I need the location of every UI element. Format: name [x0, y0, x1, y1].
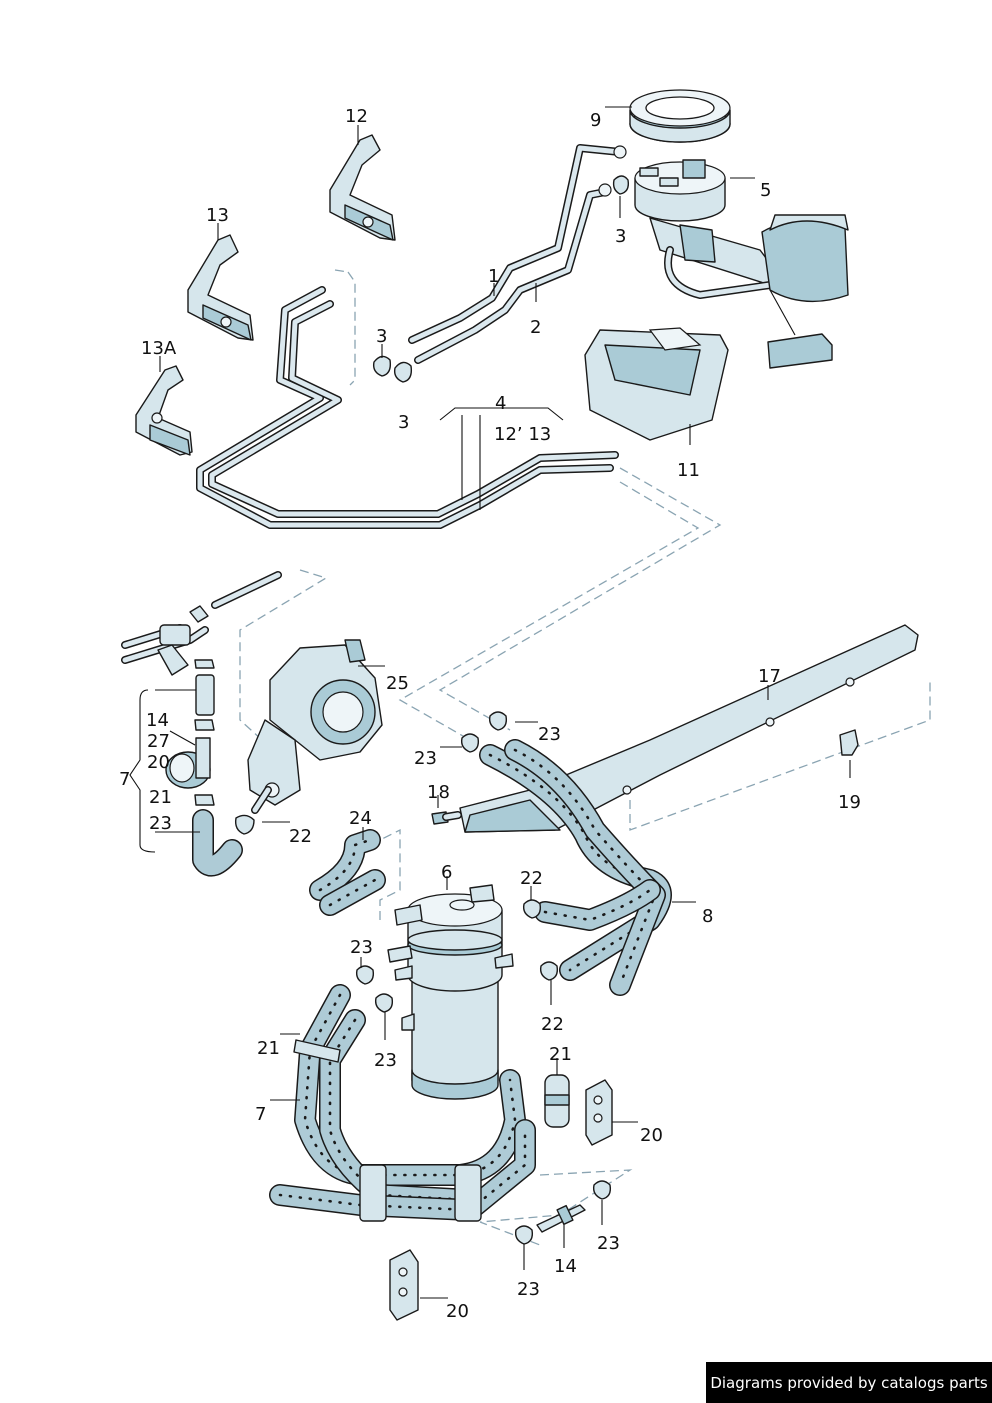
callout-12: 12: [345, 106, 368, 127]
connectors-right: [389, 1074, 613, 1321]
callout-21: 21: [549, 1044, 572, 1065]
callout-19: 19: [838, 792, 861, 813]
callout-labels: 9 5 3 12 13 1 2 3 3 13A 4 12’ 13 11 25 1…: [119, 106, 861, 1322]
callout-17: 17: [758, 666, 781, 687]
callout-3: 3: [615, 226, 626, 247]
callout-23: 23: [374, 1050, 397, 1071]
fuel-system-exploded-diagram: 9 5 3 12 13 1 2 3 3 13A 4 12’ 13 11 25 1…: [119, 89, 931, 1322]
fuel-lines-long: [196, 286, 619, 529]
callout-9: 9: [590, 110, 601, 131]
callout-22: 22: [520, 868, 543, 889]
callout-23: 23: [149, 813, 172, 834]
callout-6: 6: [441, 862, 452, 883]
callout-14: 14: [554, 1256, 577, 1277]
callout-27: 27: [147, 731, 170, 752]
callout-12-13: 12’ 13: [494, 424, 551, 445]
callout-21: 21: [257, 1038, 280, 1059]
hose-clips-upper: [372, 175, 630, 383]
callout-21: 21: [149, 787, 172, 808]
leader-lines: [129, 106, 851, 1299]
fuel-sender-unit: [634, 159, 849, 369]
callout-8: 8: [702, 906, 713, 927]
pipe-brackets: [135, 134, 396, 456]
callout-7: 7: [119, 769, 130, 790]
retaining-strap: [431, 624, 919, 833]
fuel-hoses-lower: [269, 984, 536, 1222]
callout-13: 13: [206, 205, 229, 226]
callout-3: 3: [398, 412, 409, 433]
callout-23: 23: [538, 724, 561, 745]
callout-23: 23: [597, 1233, 620, 1254]
callout-20: 20: [446, 1301, 469, 1322]
callout-24: 24: [349, 808, 372, 829]
heat-shield: [584, 327, 729, 441]
callout-3: 3: [376, 326, 387, 347]
credit-banner: Diagrams provided by catalogs parts: [706, 1362, 992, 1403]
locking-ring: [629, 89, 731, 143]
credit-text: Diagrams provided by catalogs parts: [710, 1373, 988, 1392]
hose-clips-lower: [355, 711, 612, 1245]
callout-14: 14: [146, 710, 169, 731]
callout-22: 22: [289, 826, 312, 847]
callout-22: 22: [541, 1014, 564, 1035]
filter-cluster-left: [121, 571, 282, 877]
fuel-filter: [387, 884, 514, 1100]
callout-20: 20: [640, 1125, 663, 1146]
callout-7: 7: [255, 1104, 266, 1125]
fuel-hoses-middle: [309, 739, 672, 996]
pressure-pump: [247, 639, 383, 814]
callout-1: 1: [488, 266, 499, 287]
callout-18: 18: [427, 782, 450, 803]
fuel-lines-upper: [408, 144, 627, 364]
callout-20: 20: [147, 752, 170, 773]
callout-23: 23: [414, 748, 437, 769]
assembly-dash-lines: [239, 269, 931, 1246]
callout-23: 23: [350, 937, 373, 958]
callout-4: 4: [495, 393, 506, 414]
callout-25: 25: [386, 673, 409, 694]
callout-13a: 13A: [141, 338, 177, 359]
callout-2: 2: [530, 317, 541, 338]
callout-23: 23: [517, 1279, 540, 1300]
callout-5: 5: [760, 180, 771, 201]
callout-11: 11: [677, 460, 700, 481]
